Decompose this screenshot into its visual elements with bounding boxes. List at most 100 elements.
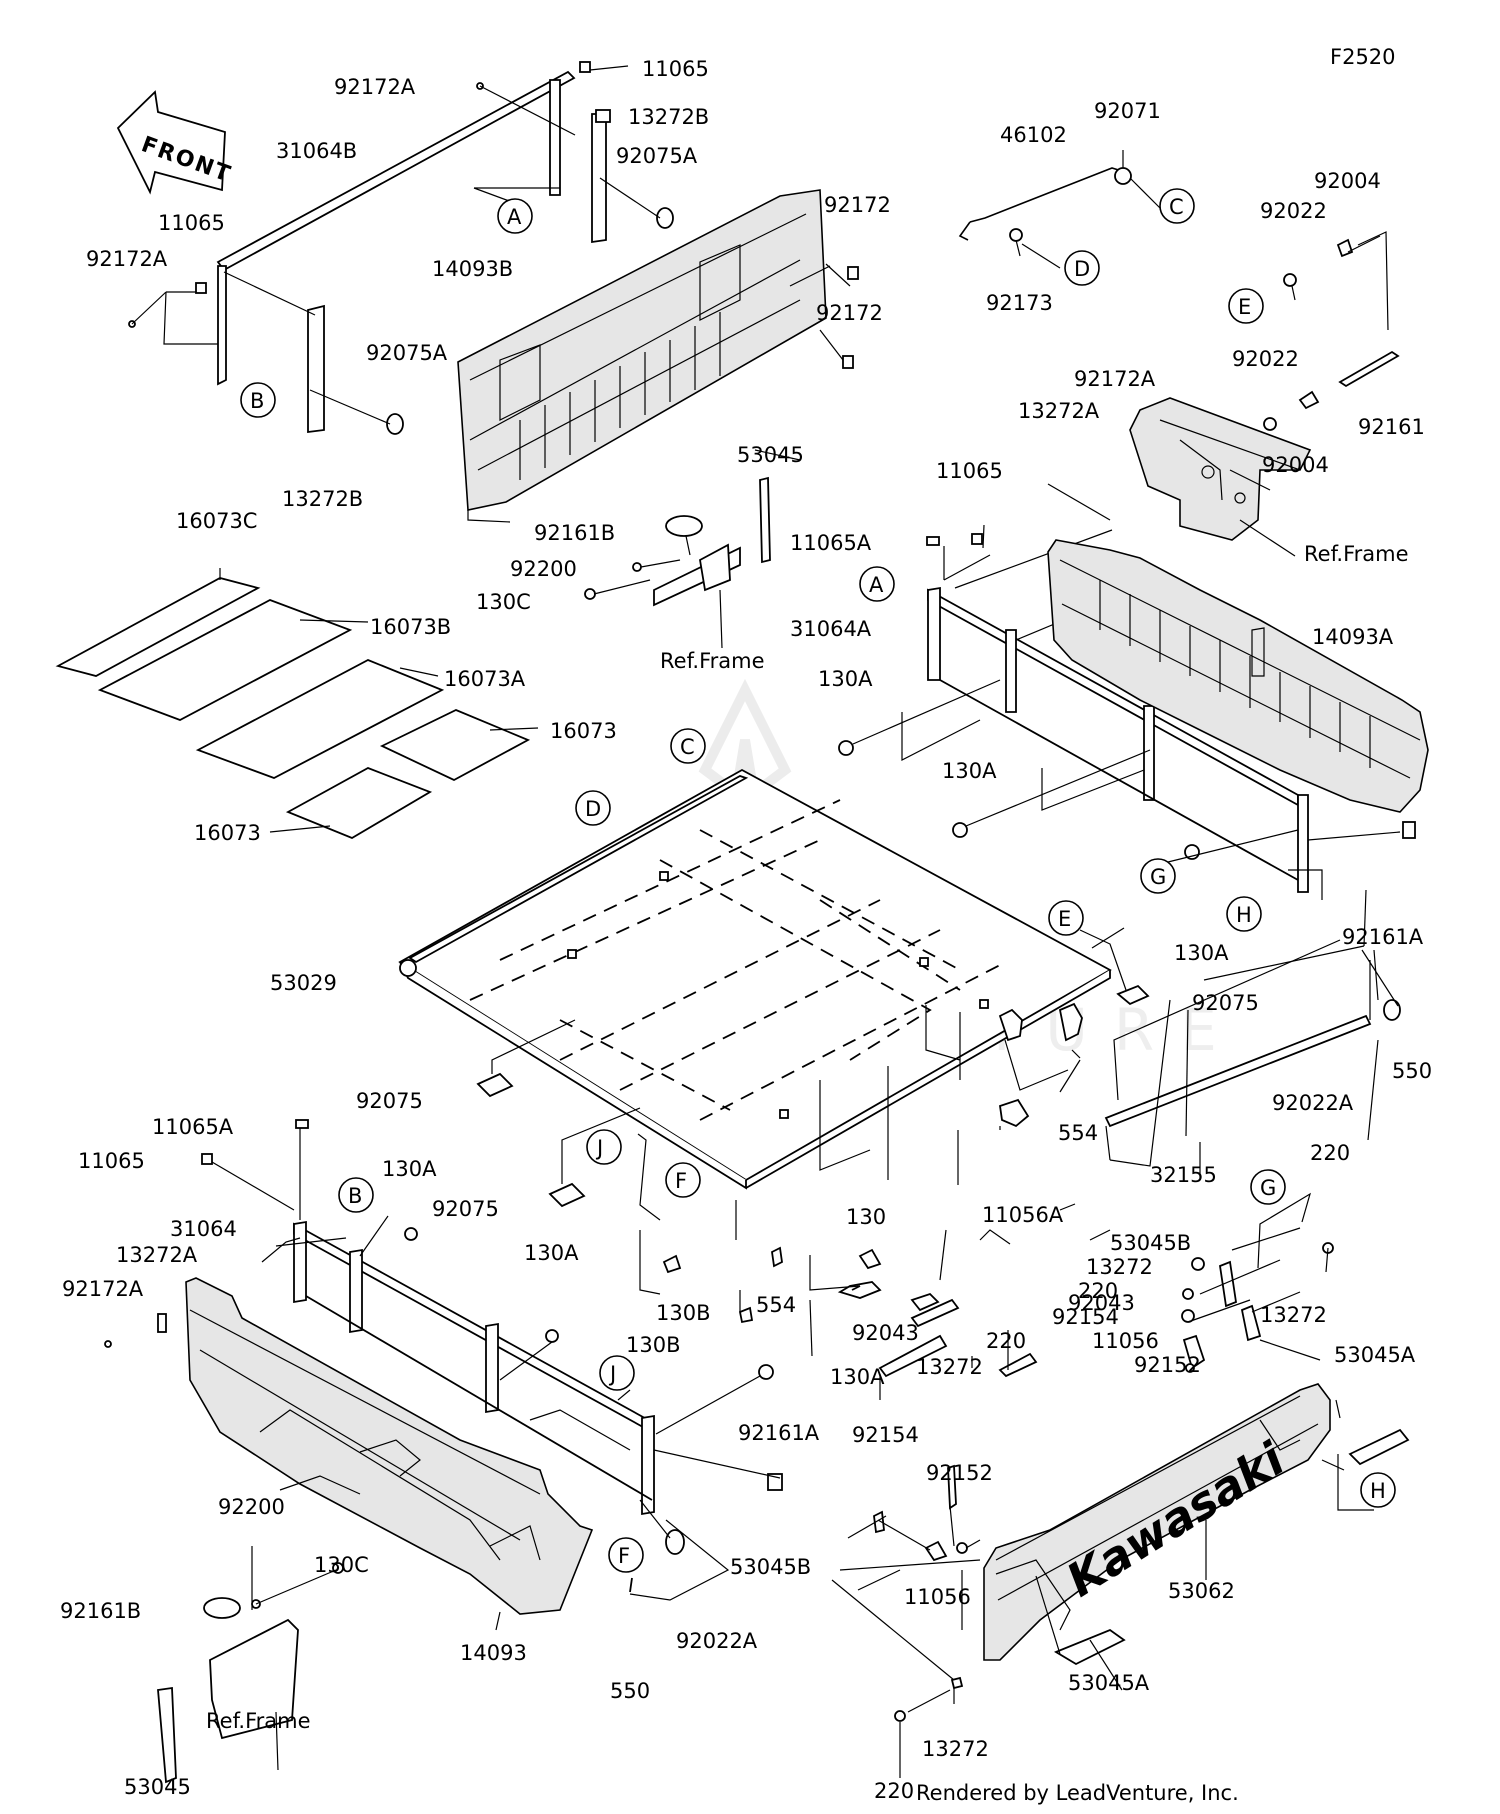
part-label: 16073B [370,615,451,639]
callout-e-bed: E [1048,900,1084,936]
callout-j-bed: J [586,1129,622,1165]
part-label: 220 [1310,1141,1350,1165]
part-label: 31064A [790,617,872,641]
part-label: 130C [314,1553,369,1577]
part-label: 32155 [1150,1163,1217,1187]
part-label: 13272 [1260,1303,1327,1327]
support-rod-46102 [958,150,1161,269]
svg-text:F: F [618,1544,630,1568]
part-label: 92043 [852,1321,919,1345]
part-label: 92172A [86,247,168,271]
rear-rail-assembly [128,61,674,435]
part-label: 16073 [550,719,617,743]
left-rail-31064 [104,1119,783,1601]
part-label: 130A [1174,941,1229,965]
callout-c-bed: C [670,728,706,764]
svg-text:J: J [595,1136,603,1160]
part-label: 11065 [78,1149,145,1173]
part-label: 92172A [334,75,416,99]
part-label: 53045B [730,1555,811,1579]
part-label: 31064B [276,139,357,163]
part-label: 92004 [1314,169,1381,193]
part-label: 92075A [366,341,448,365]
bed-mats [55,568,539,840]
part-label: 92161B [534,521,615,545]
part-label: 92022 [1232,347,1299,371]
part-label: 11065 [642,57,709,81]
svg-text:J: J [608,1362,616,1386]
part-label: 11065 [936,459,1003,483]
part-label: 554 [756,1293,796,1317]
part-label: 16073C [176,509,257,533]
part-label: 13272A [116,1243,198,1267]
part-label: 92075 [432,1197,499,1221]
svg-text:A: A [507,205,522,229]
part-label: 92022 [1260,199,1327,223]
front-arrow-icon: FRONT [116,90,235,195]
svg-text:A: A [869,573,884,597]
callout-a-right: A [859,566,895,602]
side-panel-14093A [1047,539,1429,813]
callout-f-bed: F [665,1162,701,1198]
svg-text:B: B [348,1184,362,1208]
part-label: 13272B [282,487,363,511]
part-label: 53062 [1168,1579,1235,1603]
part-label: 92075A [616,144,698,168]
callout-j-lower: J [599,1355,635,1391]
part-label: 11056 [1092,1329,1159,1353]
part-label: 220 [1078,1279,1118,1303]
svg-text:B: B [250,389,264,413]
part-label: 11056 [904,1585,971,1609]
part-label: 13272 [1086,1255,1153,1279]
part-label: 130A [382,1157,437,1181]
part-label: 13272 [922,1737,989,1761]
part-label: 130B [626,1333,681,1357]
callout-a-upper: A [497,198,533,234]
part-label: 53029 [270,971,337,995]
part-label: 554 [1058,1121,1098,1145]
callouts: A B C D E A C D E G H F J B J F G H [240,188,1396,1573]
part-label: 14093B [432,257,513,281]
svg-text:H: H [1370,1479,1386,1503]
figure-code: F2520 [1330,45,1396,69]
ref-frame-label-right: Ref.Frame [1304,542,1409,566]
part-label: 92152 [926,1461,993,1485]
part-label: 92004 [1262,453,1329,477]
part-label: 14093A [1312,625,1394,649]
part-label: 550 [1392,1059,1432,1083]
callout-b-upper: B [240,382,276,418]
part-labels: 11065 92172A 13272B 92075A 31064B 11065 … [60,57,1432,1803]
svg-text:C: C [1169,195,1184,219]
callout-g-right: G [1140,858,1176,894]
ref-frame-label-left: Ref.Frame [206,1709,311,1733]
callout-d-bed: D [575,790,611,826]
svg-text:G: G [1260,1176,1276,1200]
part-label: 53045 [737,443,804,467]
svg-text:E: E [1238,295,1251,319]
part-label: 220 [874,1779,914,1803]
part-label: 13272B [628,105,709,129]
part-label: 92022A [676,1629,758,1653]
part-label: 130 [846,1205,886,1229]
right-rail-31064A [838,483,1416,900]
callout-f-lower: F [608,1537,644,1573]
pivot-pin-set [1263,231,1400,431]
svg-text:D: D [1074,257,1090,281]
part-label: 53045B [1110,1231,1191,1255]
part-label: 130A [818,667,873,691]
svg-text:D: D [585,797,601,821]
part-label: 13272A [1018,399,1100,423]
part-label: 16073 [194,821,261,845]
part-label: 92200 [218,1495,285,1519]
part-label: 130A [830,1365,885,1389]
part-label: 92172A [62,1277,144,1301]
part-label: 92154 [852,1423,919,1447]
part-label: 46102 [1000,123,1067,147]
part-label: 92172 [816,301,883,325]
svg-text:E: E [1058,907,1071,931]
ref-frame-label-center: Ref.Frame [660,649,765,673]
part-label: 92161 [1358,415,1425,439]
part-label: 14093 [460,1641,527,1665]
